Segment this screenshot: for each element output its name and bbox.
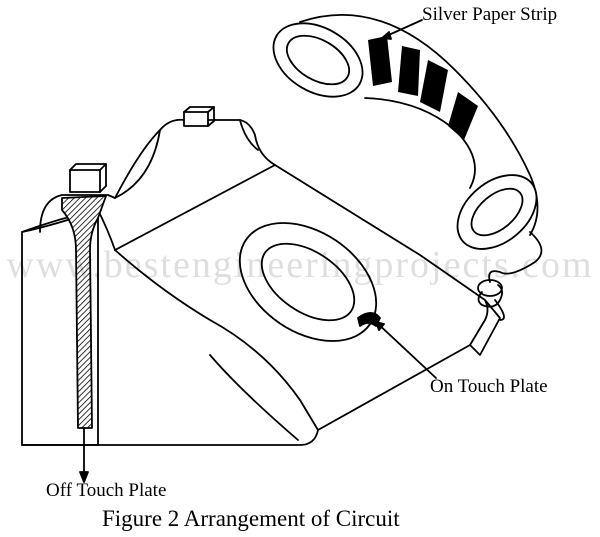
leader-off-plate — [79, 427, 89, 483]
label-off-touch-plate: Off Touch Plate — [46, 480, 167, 501]
off-touch-plate — [61, 195, 107, 429]
label-silver-paper-strip: Silver Paper Strip — [422, 4, 558, 25]
watermark: www.bestengineeringprojects.com — [6, 244, 594, 286]
cradle-button-right — [183, 106, 215, 127]
handset — [272, 13, 539, 250]
silver-paper-strip — [368, 36, 478, 140]
handset-cord — [477, 231, 543, 321]
figure-caption: Figure 2 Arrangement of Circuit — [102, 506, 400, 531]
on-touch-plate — [357, 312, 381, 327]
leader-on-plate — [375, 321, 437, 379]
cradle-button-left — [69, 163, 107, 193]
label-on-touch-plate: On Touch Plate — [430, 376, 548, 397]
leader-silver-strip — [381, 19, 423, 40]
